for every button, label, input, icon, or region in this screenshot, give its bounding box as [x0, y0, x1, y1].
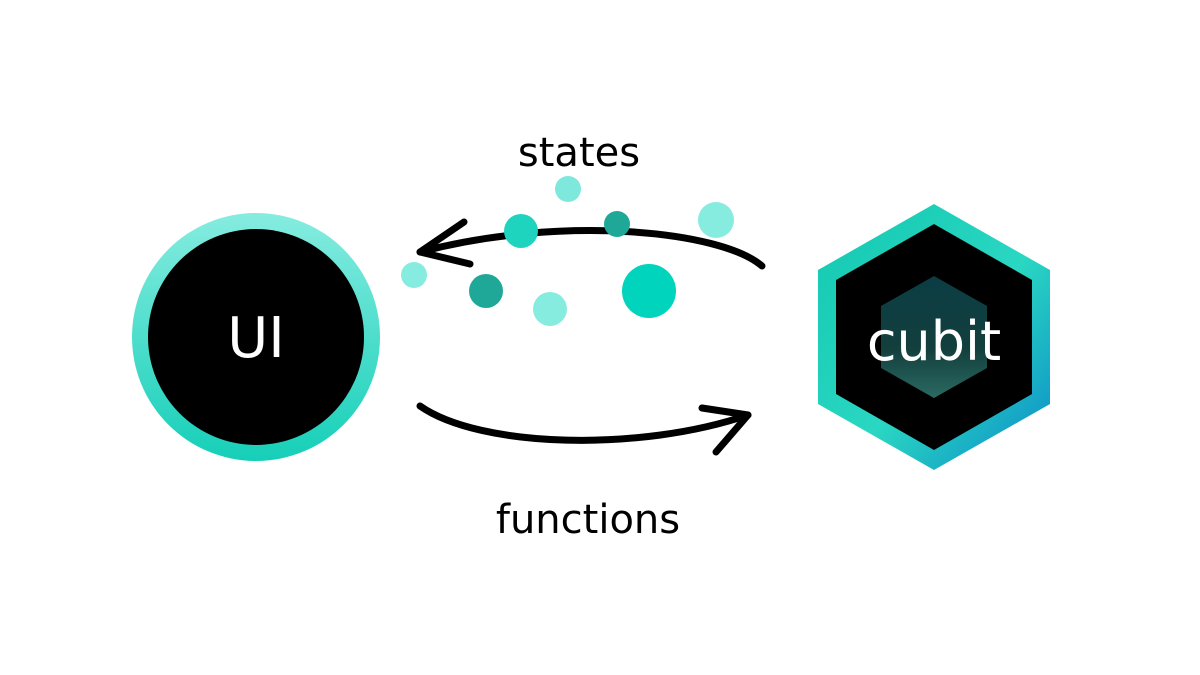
ui-node-core — [148, 229, 364, 445]
state-dot — [401, 262, 427, 288]
functions-label: functions — [496, 497, 680, 543]
states-arrow — [416, 218, 766, 270]
state-dot — [533, 292, 567, 326]
cubit-node-inner-hex — [881, 276, 987, 398]
functions-arrowhead — [698, 404, 752, 456]
functions-arrow-line — [416, 402, 752, 444]
state-dot — [604, 211, 630, 237]
ui-node: UI — [132, 213, 380, 461]
states-label: states — [518, 130, 640, 176]
state-dot — [698, 202, 734, 238]
state-dot — [555, 176, 581, 202]
states-arrow-line — [416, 227, 766, 270]
cubit-node: cubit — [818, 204, 1050, 470]
states-arrowhead — [416, 218, 474, 268]
cubit-node-label: cubit — [867, 310, 1001, 373]
state-dot — [504, 214, 538, 248]
state-dots — [401, 176, 734, 326]
ui-node-label: UI — [227, 306, 285, 371]
state-dot — [622, 264, 676, 318]
functions-arrow — [416, 402, 752, 456]
state-dot — [469, 274, 503, 308]
